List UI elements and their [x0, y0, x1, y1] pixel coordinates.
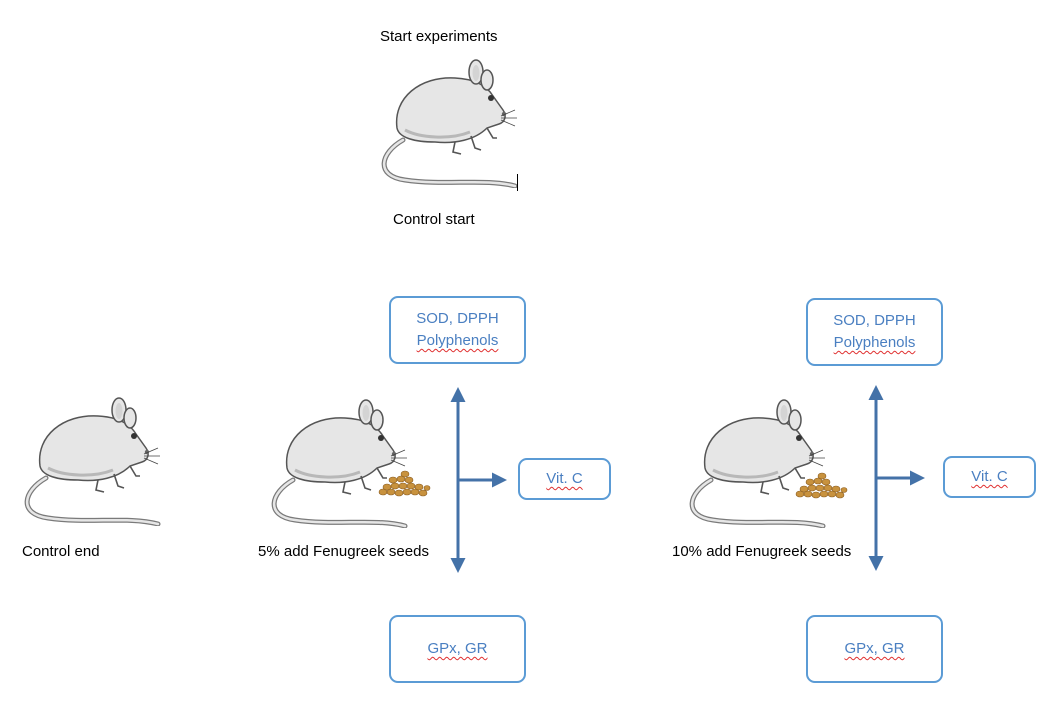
box-polyphenols-text: Polyphenols	[416, 332, 499, 349]
box-polyphenols-text: Polyphenols	[833, 334, 916, 351]
group-10-label: 10% add Fenugreek seeds	[672, 543, 852, 560]
box-vitc-10: Vit. C	[943, 456, 1036, 498]
box-vitc-text: Vit. C	[546, 470, 583, 487]
control-start-label: Control start	[393, 211, 475, 228]
control-end-label: Control end	[22, 543, 100, 560]
box-sod-dpph-10: SOD, DPPH Polyphenols	[806, 298, 943, 366]
box-gpx-gr-text: GPx, GR	[844, 640, 905, 657]
box-sod-dpph-5: SOD, DPPH Polyphenols	[389, 296, 526, 364]
group-5-label: 5% add Fenugreek seeds	[258, 543, 429, 560]
box-gpx-gr-text: GPx, GR	[427, 640, 488, 657]
box-vitc-text: Vit. C	[971, 468, 1008, 485]
box-gpx-gr-10: GPx, GR	[806, 615, 943, 683]
text-cursor	[517, 174, 518, 191]
box-vitc-5: Vit. C	[518, 458, 611, 500]
box-sod-dpph-text: SOD, DPPH	[416, 310, 499, 327]
box-gpx-gr-5: GPx, GR	[389, 615, 526, 683]
box-sod-dpph-text: SOD, DPPH	[833, 312, 916, 329]
start-experiments-label: Start experiments	[380, 28, 498, 45]
